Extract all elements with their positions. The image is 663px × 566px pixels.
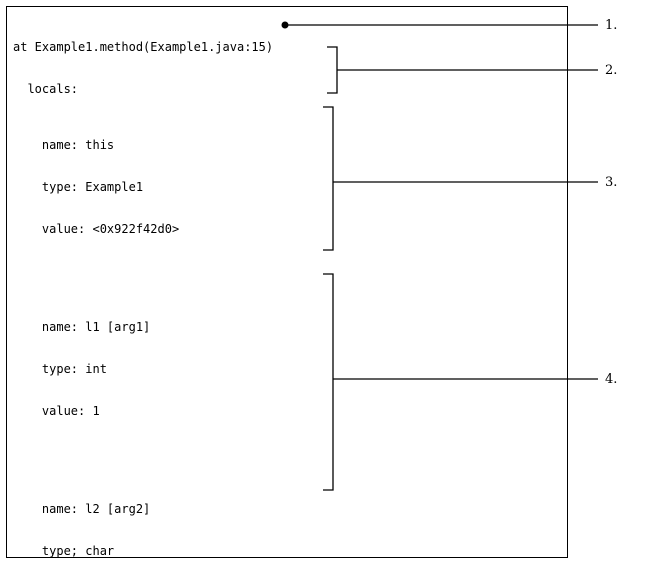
variable-type: type: int bbox=[13, 362, 107, 376]
variable-name: name: l1 [arg1] bbox=[13, 320, 151, 334]
callout-label-2: 2. bbox=[605, 63, 618, 78]
console-output-panel bbox=[6, 6, 568, 558]
stack-frame-header: at Example1.method(Example1.java:15) bbox=[13, 40, 274, 54]
spacer bbox=[13, 446, 273, 460]
console-output-text: at Example1.method(Example1.java:15) loc… bbox=[13, 12, 273, 566]
variable-name: name: this bbox=[13, 138, 115, 152]
callout-label-4: 4. bbox=[605, 372, 618, 387]
variable-name: name: l2 [arg2] bbox=[13, 502, 151, 516]
spacer bbox=[13, 264, 273, 278]
callout-label-1: 1. bbox=[605, 18, 618, 33]
variable-type: type: Example1 bbox=[13, 180, 144, 194]
variable-type: type; char bbox=[13, 544, 115, 558]
callout-label-3: 3. bbox=[605, 175, 618, 190]
variable-value: value: <0x922f42d0> bbox=[13, 222, 180, 236]
locals-label: locals: bbox=[13, 82, 79, 96]
variable-value: value: 1 bbox=[13, 404, 100, 418]
